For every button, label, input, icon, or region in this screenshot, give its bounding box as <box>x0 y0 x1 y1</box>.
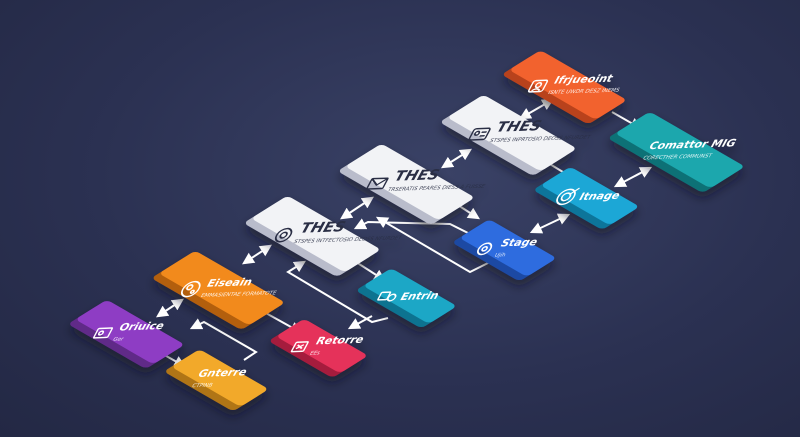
chat-icon <box>377 291 397 302</box>
node-subtitle: Ger <box>112 337 125 343</box>
connector-n2-n4 <box>440 148 473 169</box>
node-face <box>365 269 455 323</box>
node-subtitle: STSPES INTFECTOSIO DEOSS NFURDET <box>292 236 403 245</box>
node-subtitle: EEs <box>308 351 321 357</box>
node-title: Entrin <box>398 289 442 303</box>
node-subtitle: TRSERATIS PEARES DIESS A FUISSE <box>385 184 486 193</box>
node-face <box>542 168 638 224</box>
connector-n9-n11 <box>347 315 373 330</box>
node-title: Oriuice <box>117 319 168 333</box>
gear-icon <box>477 242 493 256</box>
node-face <box>278 320 366 372</box>
connector-n6-n8 <box>241 244 273 265</box>
node-title: THES <box>391 167 444 185</box>
id-card-icon <box>468 127 491 141</box>
node-title: Comattor MIG <box>647 136 739 152</box>
node-title: Stage <box>498 235 541 249</box>
connector-n7-n6-loop <box>353 218 479 239</box>
target-icon <box>556 187 580 206</box>
node-title: Eiseain <box>204 275 255 289</box>
connector-n4-n6 <box>340 196 374 220</box>
node-title: THES <box>493 118 546 136</box>
envelope-icon <box>366 177 389 190</box>
node-title: Ifrjueoint <box>552 72 617 87</box>
node-n5[interactable]: Itnage <box>533 167 640 230</box>
connector-n8-n10 <box>156 298 184 318</box>
node-subtitle: EMMASIENTAE FORMATOTE <box>199 291 277 299</box>
connector-n3-n5 <box>613 166 653 188</box>
at-sign-icon <box>274 227 293 243</box>
node-subtitle: Ujih <box>493 253 507 259</box>
close-icon <box>290 341 309 353</box>
connector-n1-n2 <box>518 98 555 120</box>
node-face <box>461 220 555 276</box>
node-face <box>511 51 625 119</box>
node-face <box>617 113 743 187</box>
node-face <box>449 96 575 170</box>
node-face <box>161 252 283 324</box>
node-title: Itnage <box>577 189 624 203</box>
node-subtitle: CTPINB <box>191 383 214 389</box>
card-icon <box>93 327 114 339</box>
node-subtitle: STSPES INPRTOSIO DEOSS NFURDET <box>488 135 592 144</box>
node-title: THES <box>297 219 350 237</box>
connector-n7-n4-return <box>375 216 491 274</box>
node-face <box>77 301 183 363</box>
node-subtitle: CORECTHER COMMUNST <box>642 154 714 162</box>
connector-n9-n6-loop <box>286 260 389 324</box>
network-icon <box>180 280 201 298</box>
node-n9[interactable]: Entrin <box>355 268 457 328</box>
node-face <box>253 197 379 271</box>
node-face <box>173 350 267 406</box>
user-icon <box>527 79 549 93</box>
node-title: Retorre <box>313 333 367 347</box>
connectors <box>151 98 653 368</box>
connector-n5-n7 <box>529 213 571 234</box>
connector-n12-n8-loop <box>189 318 258 361</box>
node-n3[interactable]: Comattor MIG CORECTHER COMMUNST <box>607 112 745 194</box>
node-subtitle: ISNTE UWDR DESZ INEMS <box>547 88 621 96</box>
node-face <box>347 145 473 219</box>
node-title: Gnterre <box>196 365 251 379</box>
